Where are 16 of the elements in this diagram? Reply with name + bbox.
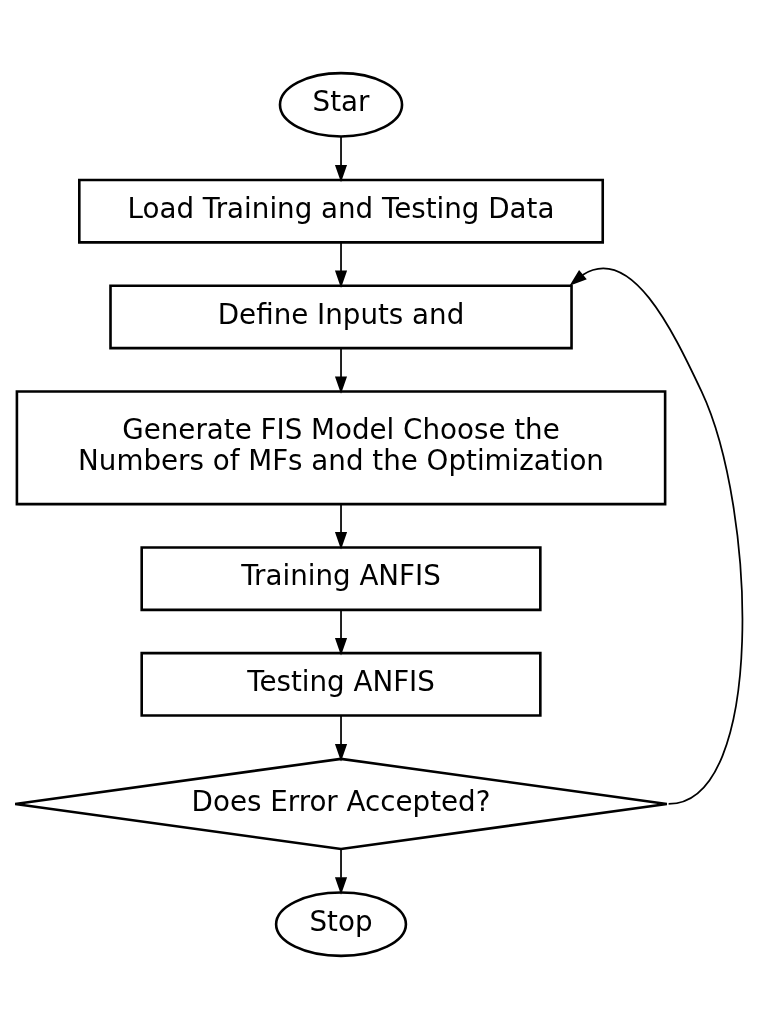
arrow: [334, 136, 348, 183]
node-box: Testing ANFIS: [140, 651, 542, 717]
arrow: [569, 267, 743, 805]
node-box: Training ANFIS: [140, 546, 542, 612]
node-diamond: Does Error Accepted?: [13, 757, 669, 851]
arrow: [334, 347, 348, 394]
node-box: Generate FIS Model Choose the Numbers of MFs and the Optimization: [15, 390, 667, 506]
arrow: [334, 503, 348, 550]
arrow: [334, 609, 348, 656]
node-ellipse: Stop: [274, 891, 408, 958]
arrow: [334, 715, 348, 762]
arrow: [334, 848, 348, 895]
arrow: [334, 241, 348, 288]
node-ellipse: Star: [278, 71, 404, 138]
node-box: Define Inputs and: [109, 284, 573, 350]
node-box: Load Training and Testing Data: [78, 178, 605, 244]
